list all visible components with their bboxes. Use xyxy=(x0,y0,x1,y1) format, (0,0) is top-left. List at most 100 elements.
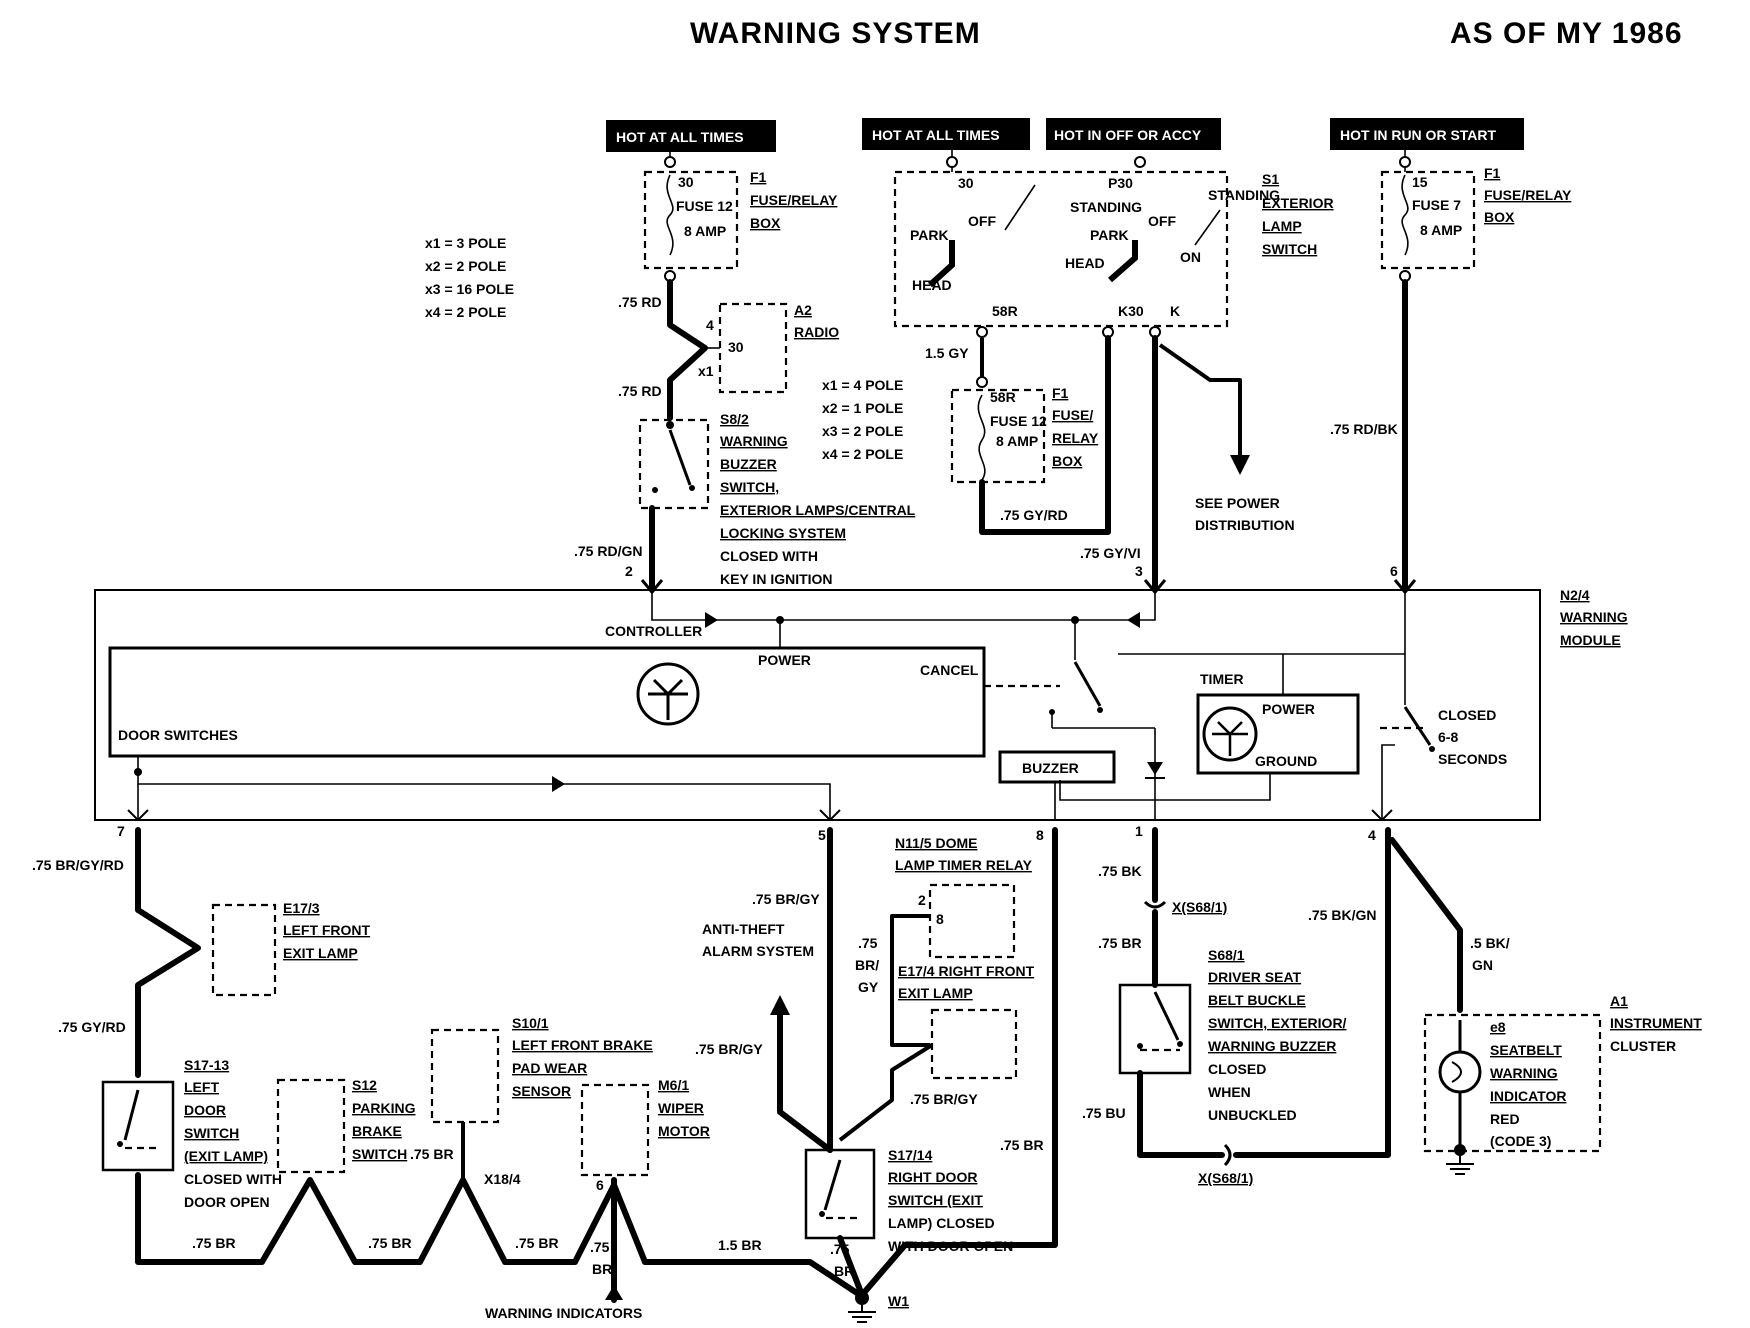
svg-text:DOOR SWITCHES: DOOR SWITCHES xyxy=(118,727,238,743)
wire-ground-bus xyxy=(135,1172,863,1298)
wire-75brgy-dome xyxy=(890,914,930,1047)
svg-text:CLUSTER: CLUSTER xyxy=(1610,1038,1676,1054)
svg-text:CONTROLLER: CONTROLLER xyxy=(605,623,702,639)
wire-label-75brgy-2a: .75 xyxy=(858,935,878,951)
svg-text:FUSE 12: FUSE 12 xyxy=(676,198,733,214)
svg-text:OFF: OFF xyxy=(968,213,996,229)
instrument-cluster-a1: e8 SEATBELT WARNING INDICATOR RED (CODE … xyxy=(1423,993,1702,1175)
svg-text:x2 = 2 POLE: x2 = 2 POLE xyxy=(425,258,506,274)
wire-label-75brgy-2c: GY xyxy=(858,979,879,995)
svg-text:SWITCH: SWITCH xyxy=(184,1125,239,1141)
arrow-anti-theft xyxy=(770,995,790,1015)
wire-75bkgn xyxy=(1233,827,1391,1158)
svg-text:CLOSED: CLOSED xyxy=(1208,1061,1266,1077)
svg-text:4: 4 xyxy=(1368,827,1376,843)
supply-hot-at-all-times-1: HOT AT ALL TIMES xyxy=(606,120,776,152)
connector-x-s68-top-symbol xyxy=(1143,900,1167,909)
exit-lamp-e17-4: E17/4 RIGHT FRONT EXIT LAMP xyxy=(898,963,1035,1080)
svg-text:BELT BUCKLE: BELT BUCKLE xyxy=(1208,992,1306,1008)
wire-75brgy-exit xyxy=(838,1043,934,1142)
svg-text:CLOSED WITH: CLOSED WITH xyxy=(720,548,818,564)
svg-text:x1 = 3 POLE: x1 = 3 POLE xyxy=(425,235,506,251)
wire-label-75brgy-2b: BR/ xyxy=(855,957,879,973)
connector-x18-4: X18/4 xyxy=(484,1171,521,1187)
svg-text:PARK: PARK xyxy=(910,227,949,243)
svg-text:LAMP: LAMP xyxy=(1262,218,1302,234)
svg-text:5: 5 xyxy=(818,827,826,843)
svg-text:HOT AT ALL TIMES: HOT AT ALL TIMES xyxy=(872,127,1000,143)
wire-s17-14-ground xyxy=(837,1235,865,1298)
dome-lamp-timer-relay-n11-5: N11/5 DOME LAMP TIMER RELAY 2 8 xyxy=(895,835,1033,959)
svg-text:BUZZER: BUZZER xyxy=(1022,760,1079,776)
svg-text:LEFT: LEFT xyxy=(184,1079,219,1095)
svg-text:ON: ON xyxy=(1180,249,1201,265)
svg-text:FUSE/: FUSE/ xyxy=(1052,407,1093,423)
svg-text:SWITCH, EXTERIOR/: SWITCH, EXTERIOR/ xyxy=(1208,1015,1347,1031)
svg-text:W1: W1 xyxy=(888,1293,909,1309)
exit-lamp-e17-3: E17/3 LEFT FRONT EXIT LAMP xyxy=(211,900,371,997)
connector-notes-mid: x1 = 4 POLE x2 = 1 POLE x3 = 2 POLE x4 =… xyxy=(822,377,903,462)
wire-power-distribution xyxy=(1158,343,1242,460)
arrow-power-distribution xyxy=(1230,455,1250,475)
wire-75brgyrd xyxy=(135,827,201,1078)
model-year: AS OF MY 1986 xyxy=(1450,17,1683,50)
svg-text:RED: RED xyxy=(1490,1111,1520,1127)
svg-text:LAMP) CLOSED: LAMP) CLOSED xyxy=(888,1215,995,1231)
svg-text:E17/3: E17/3 xyxy=(283,900,320,916)
svg-text:x2 = 1 POLE: x2 = 1 POLE xyxy=(822,400,903,416)
svg-text:x4 = 2 POLE: x4 = 2 POLE xyxy=(425,304,506,320)
svg-text:4: 4 xyxy=(706,317,714,333)
buzzer-switch-s8-2: S8/2 WARNING BUZZER SWITCH, EXTERIOR LAM… xyxy=(638,411,916,587)
wire-label-75br-b2: .75 BR xyxy=(368,1235,412,1251)
svg-text:SWITCH,: SWITCH, xyxy=(720,479,779,495)
svg-text:S68/1: S68/1 xyxy=(1208,947,1245,963)
svg-text:HOT IN OFF OR ACCY: HOT IN OFF OR ACCY xyxy=(1054,127,1202,143)
connector-notes-left: x1 = 3 POLE x2 = 2 POLE x3 = 16 POLE x4 … xyxy=(425,235,514,320)
svg-text:WHEN: WHEN xyxy=(1208,1084,1251,1100)
wire-label-75brgy-1: .75 BR/GY xyxy=(752,891,820,907)
svg-text:CANCEL: CANCEL xyxy=(920,662,979,678)
svg-text:8 AMP: 8 AMP xyxy=(996,433,1038,449)
svg-text:INSTRUMENT: INSTRUMENT xyxy=(1610,1015,1702,1031)
svg-text:HEAD: HEAD xyxy=(1065,255,1105,271)
supply-hot-at-all-times-2: HOT AT ALL TIMES xyxy=(862,118,1030,150)
wire-label-75br-s68: .75 BR xyxy=(1098,935,1142,951)
svg-text:S10/1: S10/1 xyxy=(512,1015,549,1031)
svg-text:K: K xyxy=(1170,303,1180,319)
svg-text:OFF: OFF xyxy=(1148,213,1176,229)
wire-anti-theft xyxy=(777,1012,833,1153)
connector-x-s68-bottom-symbol xyxy=(1223,1143,1232,1167)
svg-text:LAMP TIMER RELAY: LAMP TIMER RELAY xyxy=(895,857,1033,873)
svg-text:(EXIT LAMP): (EXIT LAMP) xyxy=(184,1148,268,1164)
svg-text:A1: A1 xyxy=(1610,993,1628,1009)
svg-text:WARNING BUZZER: WARNING BUZZER xyxy=(1208,1038,1336,1054)
svg-text:RIGHT DOOR: RIGHT DOOR xyxy=(888,1169,977,1185)
parking-brake-switch-s12: S12 PARKING BRAKE SWITCH .75 BR xyxy=(276,1077,454,1174)
svg-text:8 AMP: 8 AMP xyxy=(1420,222,1462,238)
svg-text:N11/5 DOME: N11/5 DOME xyxy=(895,835,977,851)
wire-label-75br-b1: .75 BR xyxy=(192,1235,236,1251)
svg-text:1: 1 xyxy=(1135,823,1143,839)
svg-text:DOOR OPEN: DOOR OPEN xyxy=(184,1194,270,1210)
svg-text:e8: e8 xyxy=(1490,1019,1506,1035)
svg-text:8 AMP: 8 AMP xyxy=(684,223,726,239)
svg-text:LEFT FRONT BRAKE: LEFT FRONT BRAKE xyxy=(512,1037,653,1053)
wire-label-75gyrd-low: .75 GY/RD xyxy=(58,1019,126,1035)
svg-text:E17/4 RIGHT FRONT: E17/4 RIGHT FRONT xyxy=(898,963,1035,979)
svg-text:CLOSED: CLOSED xyxy=(1438,707,1496,723)
wire-label-75br-g-a: .75 xyxy=(830,1241,850,1257)
svg-text:FUSE 7: FUSE 7 xyxy=(1412,197,1461,213)
svg-text:8: 8 xyxy=(936,911,944,927)
svg-text:LEFT FRONT: LEFT FRONT xyxy=(283,922,371,938)
svg-text:S1: S1 xyxy=(1262,171,1279,187)
door-switch-s17-13: S17-13 LEFT DOOR SWITCH (EXIT LAMP) CLOS… xyxy=(101,1057,282,1210)
wire-label-15gy: 1.5 GY xyxy=(925,345,969,361)
svg-text:BOX: BOX xyxy=(750,215,781,231)
svg-text:EXIT LAMP: EXIT LAMP xyxy=(283,945,358,961)
svg-text:P30: P30 xyxy=(1108,175,1133,191)
svg-text:SWITCH (EXIT: SWITCH (EXIT xyxy=(888,1192,983,1208)
svg-text:FUSE/RELAY: FUSE/RELAY xyxy=(750,192,838,208)
wire-label-15br: 1.5 BR xyxy=(718,1237,762,1253)
svg-text:STANDING: STANDING xyxy=(1208,187,1280,203)
svg-text:PAD WEAR: PAD WEAR xyxy=(512,1060,587,1076)
